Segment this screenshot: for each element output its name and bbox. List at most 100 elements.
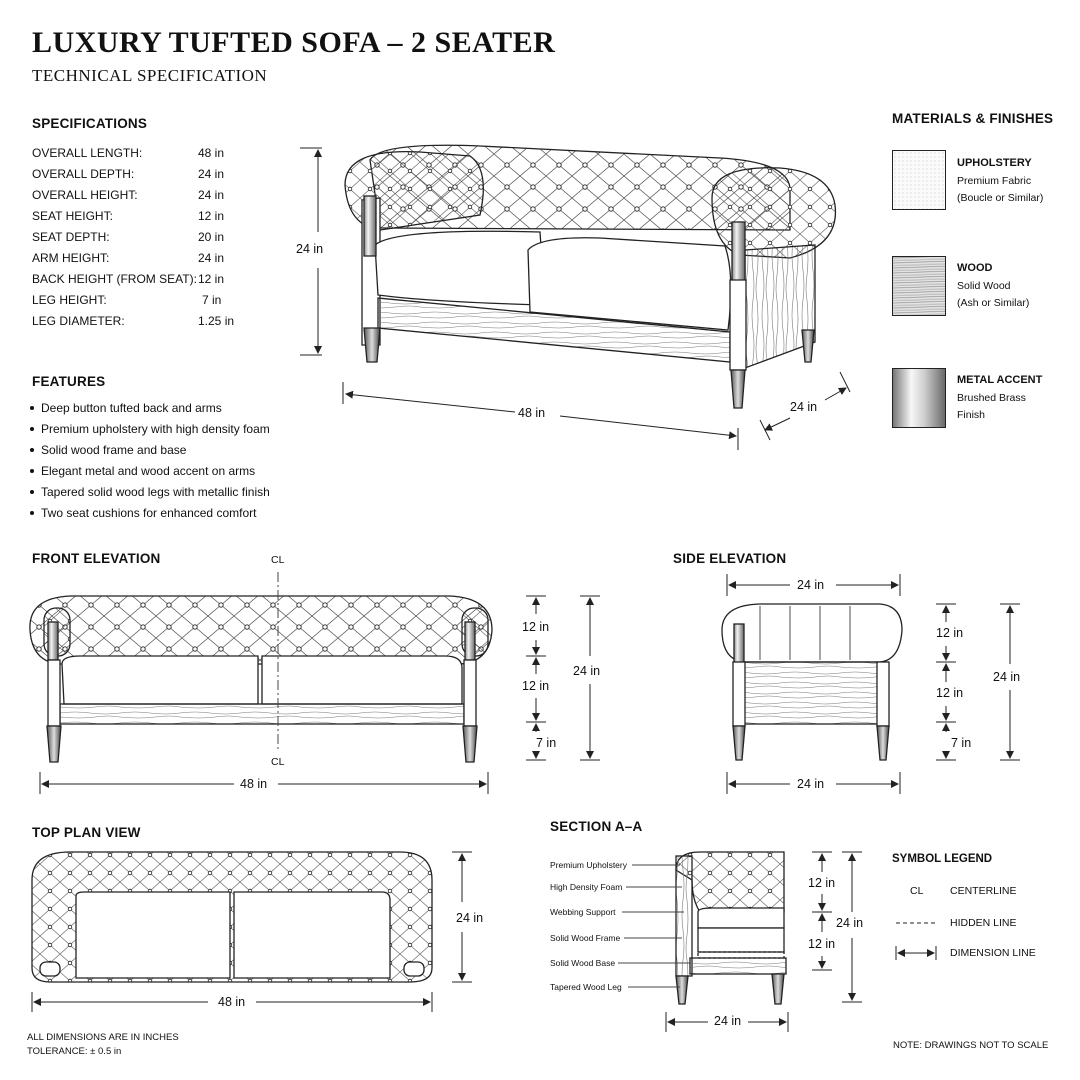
side-bottom-depth-dim: 24 in (797, 777, 825, 791)
section-label: Tapered Wood Leg (550, 982, 622, 992)
section-leader-lines (618, 864, 690, 988)
section-heading: SECTION A–A (550, 819, 643, 834)
legend-centerline-label: CENTERLINE (950, 885, 1017, 897)
material-description: Premium Fabric (Boucle or Similar) (957, 173, 1043, 207)
upholstery-swatch (892, 150, 946, 210)
spec-row: OVERALL LENGTH: 48 in (32, 146, 252, 162)
spec-value: 12 in (198, 209, 225, 223)
metal-swatch (892, 368, 946, 428)
feature-text: Two seat cushions for enhanced comfort (41, 506, 257, 520)
legend-dimension-line-label: DIMENSION LINE (950, 947, 1036, 959)
material-line: (Boucle or Similar) (957, 192, 1044, 204)
features-heading: FEATURES (32, 374, 106, 389)
spec-value: 24 in (198, 167, 225, 181)
bullet-icon (30, 426, 34, 431)
side-back-height-dim: 12 in (936, 626, 964, 640)
specifications-heading: SPECIFICATIONS (32, 116, 148, 131)
perspective-depth-dim: 24 in (790, 400, 818, 414)
material-name: METAL ACCENT (957, 374, 1043, 386)
side-elevation-heading: SIDE ELEVATION (673, 551, 787, 566)
section-dimensions (665, 851, 862, 1032)
spec-value: 20 in (198, 230, 225, 244)
plan-length-dim: 48 in (218, 995, 246, 1009)
side-elevation-dimensions (726, 574, 1020, 794)
side-seat-height-dim: 12 in (936, 686, 964, 700)
scale-note: NOTE: DRAWINGS NOT TO SCALE (893, 1040, 1049, 1051)
feature-text: Deep button tufted back and arms (41, 401, 222, 415)
dimensions-note: ALL DIMENSIONS ARE IN INCHES (27, 1032, 179, 1043)
section-label: Webbing Support (550, 907, 616, 917)
spec-label: OVERALL LENGTH: (32, 146, 143, 160)
spec-label: ARM HEIGHT: (32, 251, 110, 265)
section-label: Solid Wood Base (550, 958, 616, 968)
page-subtitle: TECHNICAL SPECIFICATION (32, 66, 268, 85)
perspective-length-dim: 48 in (518, 406, 546, 420)
side-leg-height-dim: 7 in (951, 736, 972, 750)
bullet-icon (30, 489, 34, 494)
material-name: WOOD (957, 262, 993, 274)
spec-value: 24 in (198, 188, 225, 202)
front-length-dim: 48 in (240, 777, 268, 791)
centerline-label-top: CL (271, 554, 285, 566)
spec-label: BACK HEIGHT (FROM SEAT): (32, 272, 197, 286)
section-label: Solid Wood Frame (550, 933, 621, 943)
material-line: Finish (957, 409, 986, 421)
spec-label: SEAT HEIGHT: (32, 209, 113, 223)
section-depth-dim: 24 in (714, 1014, 742, 1028)
section-label: Premium Upholstery (550, 860, 627, 870)
top-plan-drawing (31, 851, 433, 983)
feature-text: Solid wood frame and base (41, 443, 187, 457)
spec-value: 48 in (198, 146, 225, 160)
plan-depth-dim: 24 in (456, 911, 484, 925)
legend-centerline-symbol: CL (910, 885, 924, 897)
spec-label: SEAT DEPTH: (32, 230, 110, 244)
front-elevation-heading: FRONT ELEVATION (32, 551, 161, 566)
spec-row: OVERALL DEPTH:24 in (32, 167, 252, 183)
spec-value: 7 in (202, 293, 222, 307)
feature-item: Solid wood frame and base (30, 443, 186, 457)
section-back-height-dim: 12 in (808, 876, 836, 890)
centerline-label-bottom: CL (271, 756, 285, 768)
material-line: Brushed Brass (957, 392, 1026, 404)
wood-swatch (892, 256, 946, 316)
feature-item: Two seat cushions for enhanced comfort (30, 506, 256, 520)
section-drawing (675, 851, 787, 1005)
feature-item: Deep button tufted back and arms (30, 401, 222, 415)
legend-heading: SYMBOL LEGEND (892, 853, 993, 865)
spec-row: LEG HEIGHT:7 in (32, 293, 252, 309)
spec-value: 24 in (198, 251, 225, 265)
tolerance-note: TOLERANCE: ± 0.5 in (27, 1046, 122, 1057)
bullet-icon (30, 405, 34, 410)
spec-row: SEAT HEIGHT: 12 in (32, 209, 252, 225)
spec-row: LEG DIAMETER:1.25 in (32, 314, 252, 330)
bullet-icon (30, 510, 34, 515)
feature-item: Tapered solid wood legs with metallic fi… (30, 485, 270, 499)
feature-text: Tapered solid wood legs with metallic fi… (41, 485, 270, 499)
section-seat-height-dim: 12 in (808, 937, 836, 951)
bullet-icon (30, 447, 34, 452)
material-line: Premium Fabric (957, 175, 1032, 187)
feature-text: Premium upholstery with high density foa… (41, 422, 270, 436)
section-label: High Density Foam (550, 882, 623, 892)
material-line: Solid Wood (957, 280, 1011, 292)
feature-item: Premium upholstery with high density foa… (30, 422, 270, 436)
front-seat-height-dim: 12 in (522, 679, 550, 693)
front-back-height-dim: 12 in (522, 620, 550, 634)
spec-value: 12 in (198, 272, 225, 286)
material-name: UPHOLSTERY (957, 157, 1032, 169)
spec-row: OVERALL HEIGHT:24 in (32, 188, 252, 204)
materials-heading: MATERIALS & FINISHES (892, 111, 1054, 126)
feature-item: Elegant metal and wood accent on arms (30, 464, 255, 478)
spec-value: 1.25 in (198, 314, 235, 328)
legend-hidden-line-label: HIDDEN LINE (950, 917, 1017, 929)
spec-row: BACK HEIGHT (FROM SEAT):12 in (32, 272, 252, 288)
perspective-dimensions (300, 147, 851, 450)
page-title: LUXURY TUFTED SOFA – 2 SEATER (32, 26, 556, 59)
perspective-view (344, 144, 837, 409)
front-leg-height-dim: 7 in (536, 736, 557, 750)
material-description: Solid Wood(Ash or Similar) (957, 278, 1029, 312)
spec-row: ARM HEIGHT: 24 in (32, 251, 252, 267)
legend-symbols (895, 922, 937, 960)
front-elevation-drawing (29, 595, 493, 763)
